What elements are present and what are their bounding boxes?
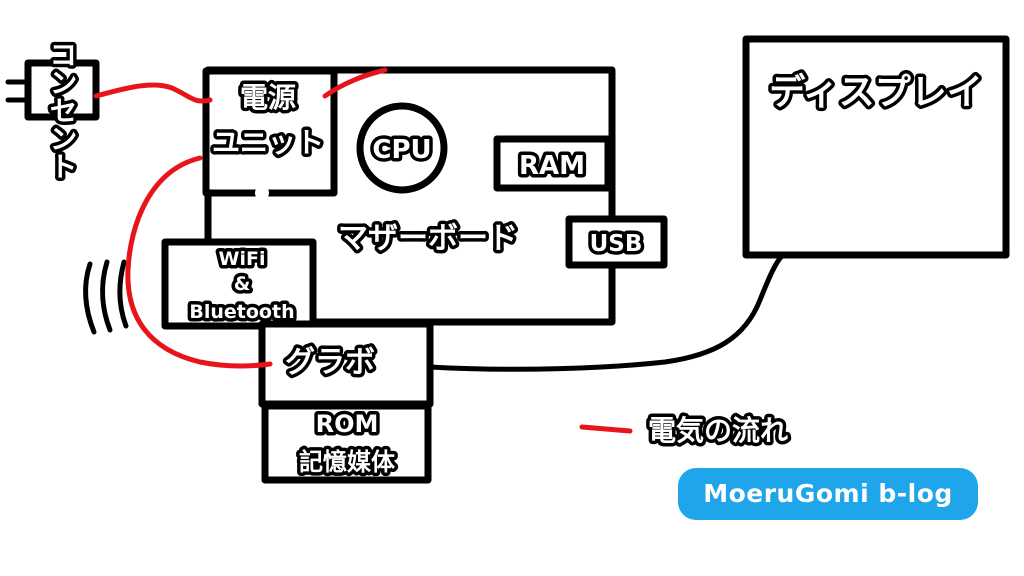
usb-label: USB xyxy=(590,231,643,257)
storage-label-line2: 記憶媒体 xyxy=(299,448,396,476)
storage-box xyxy=(261,402,432,484)
legend-power-line-swatch xyxy=(579,424,633,434)
gpu-label: グラボ xyxy=(285,345,375,380)
outlet-to-psu-power-line xyxy=(93,82,213,104)
display-label: ディスプレイ xyxy=(769,71,982,113)
psu-connector xyxy=(255,186,269,200)
gpu-to-display-cable xyxy=(427,253,785,372)
legend: 電気の流れ xyxy=(579,411,792,451)
motherboard-label: マザーボード xyxy=(338,221,518,256)
cpu-label: CPU xyxy=(372,135,431,165)
psu-label-line2: ユニット xyxy=(212,126,324,159)
wireless-label-line3: Bluetooth xyxy=(189,301,294,323)
display-box xyxy=(742,35,1010,259)
legend-power-flow-label: 電気の流れ xyxy=(648,414,788,447)
ram-label: RAM xyxy=(519,151,585,181)
psu-to-gpu-power-line xyxy=(125,155,273,369)
cpu-chip xyxy=(356,102,448,194)
ram-slot xyxy=(493,135,612,192)
outlet-label: コンセント xyxy=(46,40,79,180)
psu-box xyxy=(202,67,338,197)
usb-port xyxy=(565,215,668,269)
wireless-label-line1: WiFi xyxy=(219,248,266,270)
wireless-module-box xyxy=(161,238,317,330)
psu-label-line1: 電源 xyxy=(240,81,296,114)
storage-label-line1: ROM xyxy=(316,410,379,438)
psu-to-motherboard-power-line xyxy=(322,67,388,99)
wireless-signal-icon xyxy=(83,259,129,335)
blog-watermark-badge: MoeruGomi b-log xyxy=(678,468,978,520)
outlet-icon xyxy=(5,59,100,121)
wireless-label-line2: & xyxy=(234,273,251,295)
